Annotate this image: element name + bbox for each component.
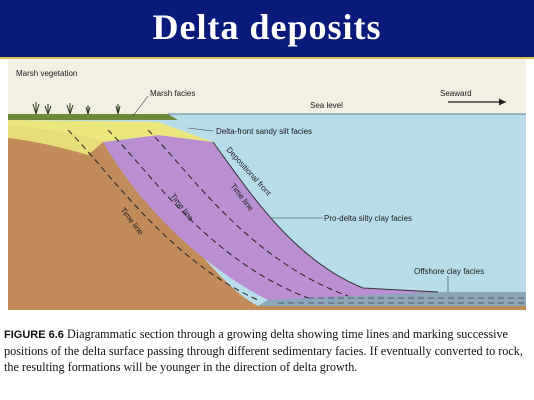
label-delta-front: Delta-front sandy silt facies (216, 127, 312, 136)
leader-marsh-facies (132, 95, 149, 117)
delta-cross-section-diagram: Marsh vegetation Marsh facies Sea level … (8, 69, 526, 310)
title-bar: Delta deposits (0, 0, 534, 59)
marsh-facies-layer (8, 114, 178, 120)
slide-title: Delta deposits (152, 7, 382, 47)
leader-delta-front (187, 127, 214, 132)
figure-panel: Marsh vegetation Marsh facies Sea level … (8, 60, 526, 310)
label-prodelta: Pro-delta silty clay facies (324, 214, 412, 223)
figure-number: FIGURE 6.6 (4, 329, 64, 341)
marsh-vegetation-icon (32, 102, 121, 115)
label-seaward: Seaward (440, 89, 472, 98)
depositional-front-line (212, 141, 439, 293)
time-line-3 (147, 129, 349, 297)
time-line-1 (67, 129, 259, 301)
time-line-2 (107, 129, 309, 299)
offshore-facies (258, 292, 526, 306)
seaward-arrow-icon (448, 98, 506, 106)
figure-caption: FIGURE 6.6 Diagrammatic section through … (4, 326, 530, 375)
delta-front-facies (8, 120, 213, 142)
label-marsh-facies: Marsh facies (150, 89, 195, 98)
delta-front-lower (8, 126, 103, 155)
label-sea-level: Sea level (310, 101, 343, 110)
caption-text: Diagrammatic section through a growing d… (4, 327, 523, 374)
label-marsh-vegetation: Marsh vegetation (16, 69, 77, 78)
prodelta-facies (103, 135, 438, 300)
land-body (8, 120, 526, 310)
label-offshore: Offshore clay facies (414, 267, 484, 276)
